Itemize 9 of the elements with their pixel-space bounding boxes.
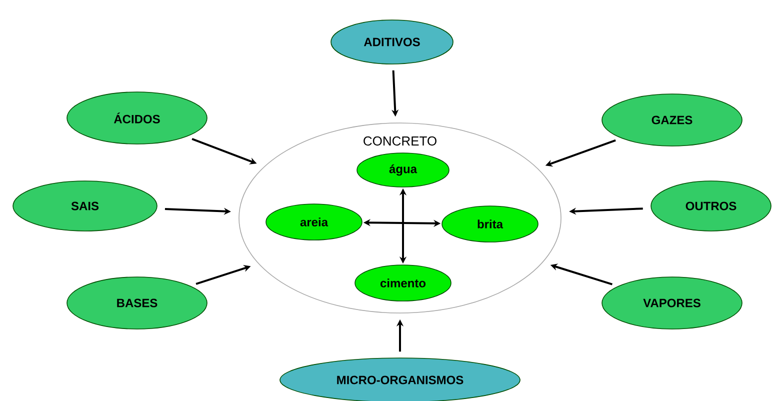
ellipse-node: ADITIVOS	[330, 20, 454, 64]
heading: CONCRETO	[364, 136, 436, 146]
ellipse-node: GAZES	[602, 94, 742, 146]
ellipse-node: SAIS	[12, 180, 158, 232]
ellipse-node: ÁCIDOS	[66, 92, 208, 144]
ellipse-node: VAPORES	[602, 276, 742, 330]
ellipse-node: BASES	[66, 276, 208, 330]
ellipse-node: MICRO-ORGANISMOS	[280, 358, 520, 401]
ellipse-node: OUTROS	[650, 180, 772, 232]
